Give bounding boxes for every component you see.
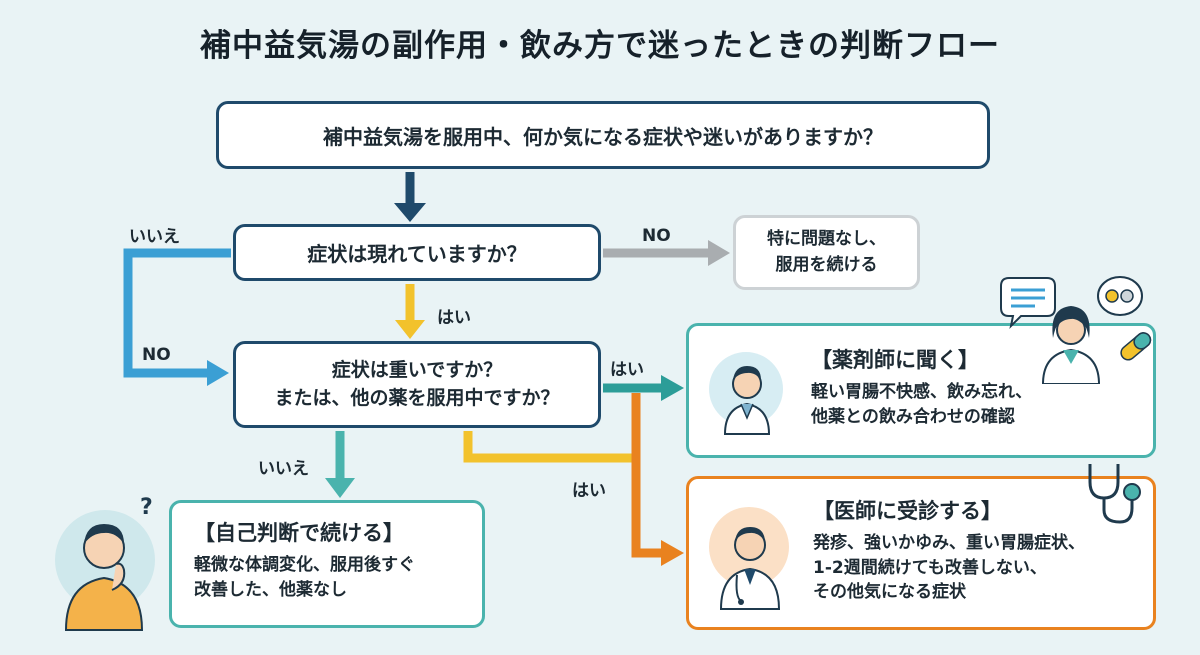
doctor-line1: 発疹、強いかゆみ、重い胃腸症状、: [813, 533, 1085, 553]
speech-bubble-icon: [1000, 277, 1056, 330]
stethoscope-icon: [1088, 464, 1141, 524]
pharmacist-body: 軽い胃腸不快感、飲み忘れ、 他薬との飲み合わせの確認: [811, 380, 1032, 429]
self-line1: 軽微な体調変化、服用後すぐ: [194, 555, 415, 575]
label-no-left: NO: [142, 345, 171, 365]
label-hai-mid: はい: [437, 308, 471, 328]
arrow-main-to-symptom-head: [394, 203, 426, 222]
label-hai-right: はい: [610, 360, 644, 380]
self-judgement-box: 【自己判断で続ける】 軽微な体調変化、服用後すぐ 改善した、他薬なし: [169, 500, 485, 628]
severity-question-line2: または、他の薬を服用中ですか？: [274, 386, 560, 409]
label-hai-lower: はい: [572, 481, 606, 501]
pharmacist-box: 【薬剤師に聞く】 軽い胃腸不快感、飲み忘れ、 他薬との飲み合わせの確認: [686, 323, 1156, 458]
svg-text:?: ?: [140, 495, 153, 520]
self-line2: 改善した、他薬なし: [194, 579, 347, 600]
arrow-no-gray-head: [708, 240, 730, 266]
question-mark-icon: ?: [140, 495, 153, 520]
arrow-teal-right-head: [661, 375, 684, 401]
doctor-line3: その他気になる症状: [813, 582, 966, 603]
pharmacist-icon: [723, 366, 771, 435]
self-title: 【自己判断で続ける】: [194, 521, 404, 545]
thinking-person-icon: ?: [64, 495, 153, 631]
doctor-body: 発疹、強いかゆみ、重い胃腸症状、 1-2週間続けても改善しない、 その他気になる…: [813, 531, 1085, 605]
label-iie-top: いいえ: [129, 227, 180, 247]
pharmacist-title: 【薬剤師に聞く】: [811, 348, 979, 372]
arrow-orange-head: [661, 540, 684, 566]
arrow-yellow-down-head: [395, 320, 425, 339]
arrow-orange: [631, 393, 664, 558]
arrow-teal-down-head: [325, 478, 355, 498]
no-problem-box: 特に問題なし、 服用を続ける: [733, 215, 920, 290]
self-body: 軽微な体調変化、服用後すぐ 改善した、他薬なし: [194, 553, 415, 602]
pharmacist-line2: 他薬との飲み合わせの確認: [811, 406, 1015, 427]
main-question-box: 補中益気湯を服用中、何か気になる症状や迷いがありますか？: [216, 101, 990, 169]
label-no-right: NO: [642, 226, 671, 246]
doctor-icon: [719, 527, 781, 610]
capsule-icon: [1120, 332, 1152, 361]
no-problem-line1: 特に問題なし、: [767, 229, 886, 249]
page-title: 補中益気湯の副作用・飲み方で迷ったときの判断フロー: [200, 28, 1000, 64]
severity-question-line1: 症状は重いですか？: [331, 358, 503, 381]
doctor-title: 【医師に受診する】: [813, 499, 1002, 523]
female-pharmacist-icon: [1000, 276, 1152, 384]
severity-question-box: 症状は重いですか？ または、他の薬を服用中ですか？: [233, 341, 601, 428]
pill-bubble-icon: [1097, 276, 1143, 316]
doctor-box: 【医師に受診する】 発疹、強いかゆみ、重い胃腸症状、 1-2週間続けても改善しな…: [686, 476, 1156, 630]
doctor-line2: 1-2週間続けても改善しない、: [813, 557, 1047, 578]
label-iie-bottom: いいえ: [258, 459, 309, 479]
main-question-text: 補中益気湯を服用中、何か気になる症状や迷いがありますか？: [323, 124, 883, 149]
symptom-question-text: 症状は現れていますか？: [307, 242, 527, 266]
symptom-question-box: 症状は現れていますか？: [233, 224, 601, 281]
pharmacist-line1: 軽い胃腸不快感、飲み忘れ、: [811, 382, 1033, 402]
no-problem-line2: 服用を続ける: [775, 254, 878, 275]
arrow-blue-loop: [123, 248, 231, 378]
arrow-blue-loop-head: [207, 360, 229, 386]
